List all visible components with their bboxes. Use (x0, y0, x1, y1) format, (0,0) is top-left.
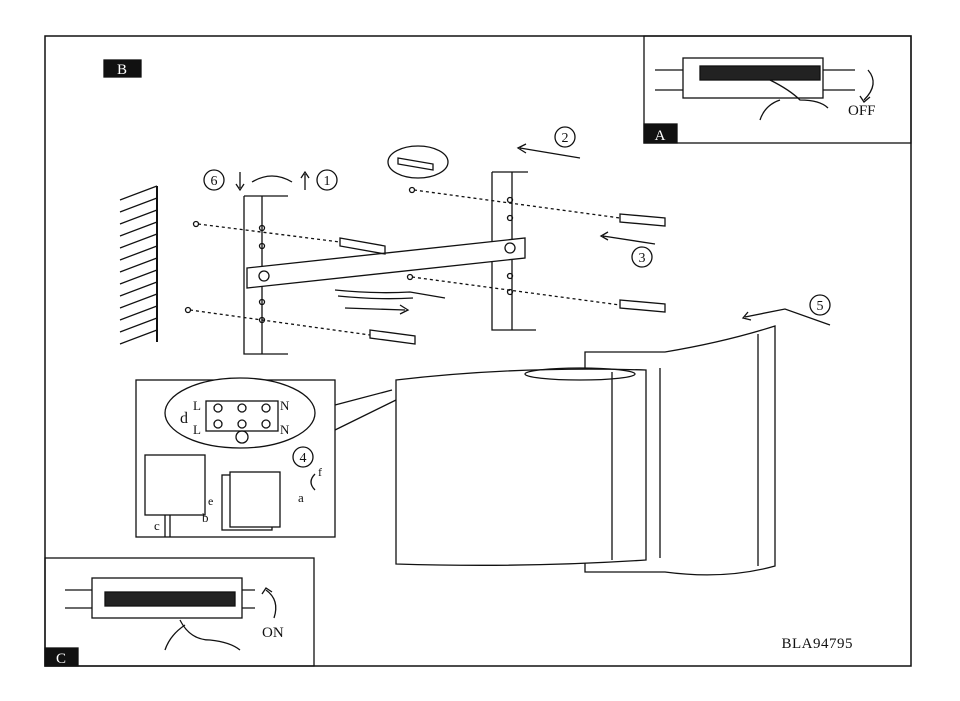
panel-label-b: B (117, 62, 127, 78)
step-6: 6 (211, 174, 218, 189)
live-label-bottom: L (193, 422, 201, 437)
d-label: d (180, 410, 188, 427)
screws (184, 186, 666, 345)
wall-plug-callout (387, 145, 449, 179)
live-label-top: L (193, 398, 201, 413)
off-label: OFF (848, 103, 876, 119)
mounting-bracket (243, 171, 536, 355)
step-1: 1 (324, 174, 331, 189)
arrows (235, 143, 831, 326)
wiring-detail: L L N N d a b c e f 4 (135, 377, 397, 538)
part-e-label: e (208, 494, 213, 508)
lamp-housing (395, 325, 776, 576)
diagram-frame (44, 35, 912, 667)
part-a-label: a (298, 490, 304, 505)
neutral-label-top: N (280, 398, 290, 413)
model-code: BLA94795 (782, 636, 854, 652)
wall (119, 185, 158, 345)
step-2: 2 (562, 131, 569, 146)
cable (334, 289, 446, 300)
panel-a-switch-off: OFF A (643, 35, 912, 144)
step-4: 4 (300, 451, 307, 466)
neutral-label-bottom: N (280, 422, 290, 437)
step-5: 5 (817, 299, 824, 314)
alignment-lines (189, 189, 621, 336)
part-f-label: f (318, 465, 322, 479)
step-3: 3 (639, 251, 646, 266)
panel-label-c: C (56, 651, 66, 667)
panel-label-a: A (655, 128, 666, 144)
step-numbers: 1 2 3 5 6 (203, 126, 831, 316)
part-b-label: b (202, 510, 209, 525)
on-label: ON (262, 625, 284, 641)
part-c-label: c (154, 518, 160, 533)
panel-c-switch-on: ON C (44, 557, 315, 667)
panel-label-b-box (103, 59, 142, 78)
